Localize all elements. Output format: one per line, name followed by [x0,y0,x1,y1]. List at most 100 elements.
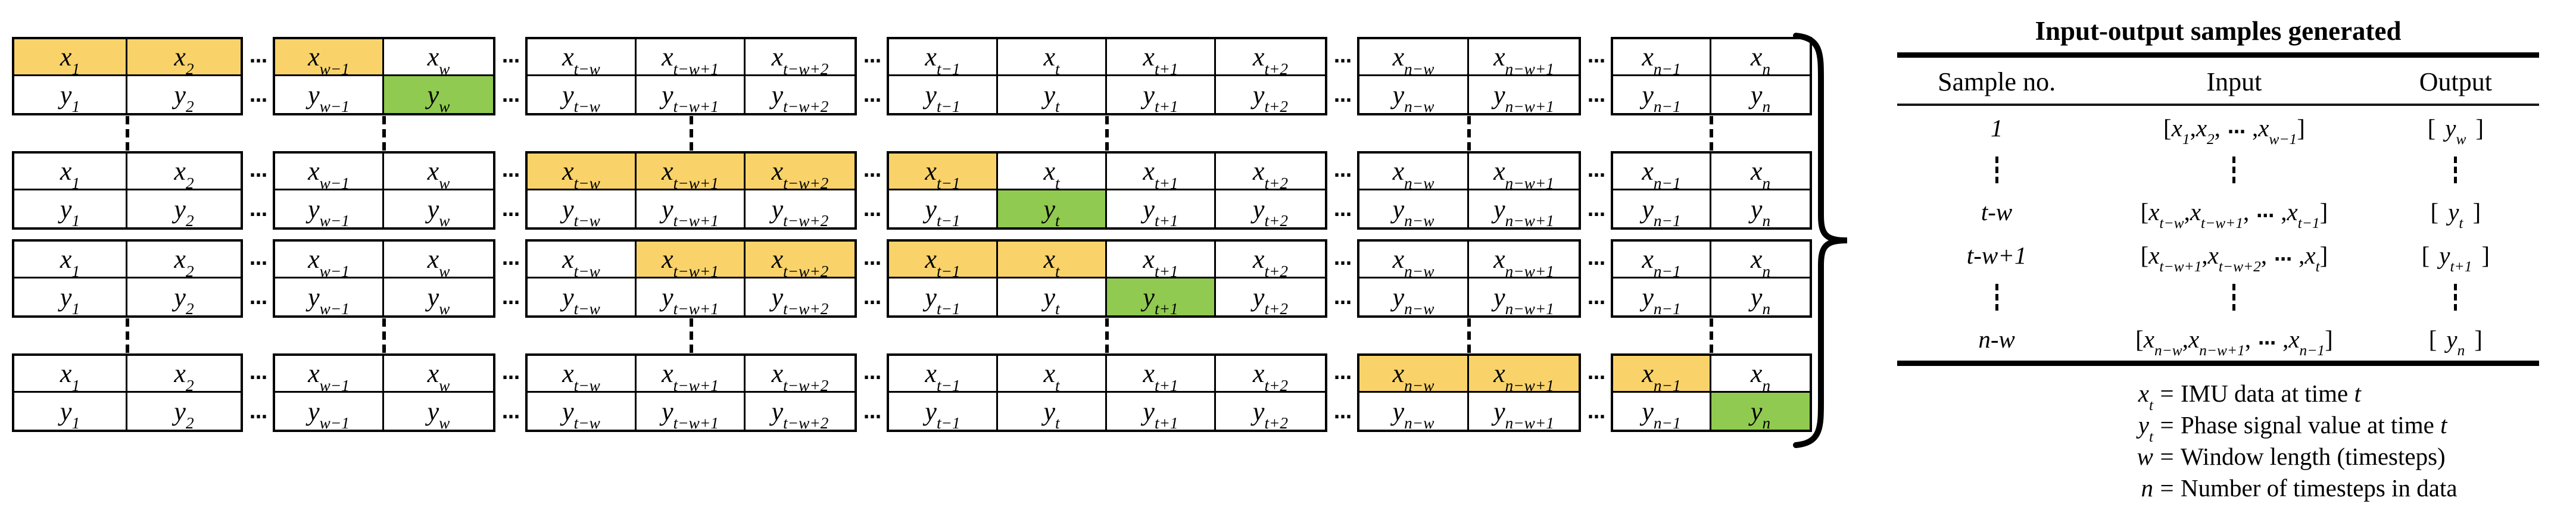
table-row-sample-1: 1[x1,x2,…,xw−1][yw] [1897,106,2539,149]
legend-symbol: n [2094,472,2154,504]
horizontal-ellipsis: … [250,287,267,309]
dot [1467,345,1471,353]
punctuation: [ [2163,114,2172,142]
math-term: x1 [60,359,80,395]
punctuation: , [2201,241,2208,269]
math-term: yt−w+1 [662,194,719,230]
group-gap: …… [857,353,887,432]
punctuation: , [2251,114,2259,142]
punctuation: [ [2135,325,2144,353]
vertical-ellipsis-icon [1467,318,1471,353]
grid-cell-x: xw−1 [275,356,384,393]
dot [1467,116,1471,124]
math-term: xw [427,245,450,280]
dot [689,345,693,353]
math-term: xt+1 [1143,245,1178,280]
math-term: xt−w+2 [771,245,829,280]
group-gap: …… [243,151,273,230]
grid-cell-x: xt [998,356,1107,393]
math-term: xt+2 [1252,42,1289,78]
grid-cell-x: xt−w [528,39,637,77]
dot [1467,331,1471,340]
legend-row: yt=Phase signal value at time t [2094,409,2539,444]
dot [382,116,386,124]
grid-cell-x: xt [998,154,1107,191]
grid-cell-y: yn−1 [1613,278,1711,317]
vertical-ellipsis-icon [1467,116,1471,151]
math-term: xt−w [562,359,600,395]
grid-cell-y: yn−1 [1613,76,1711,115]
io-samples-table: Sample no. Input Output 1[x1,x2,…,xw−1][… [1897,52,2539,366]
math-term: yt+1 [1143,396,1178,433]
grid-cell-x: x2 [127,356,241,393]
math-term: x1 [60,42,80,78]
output-cell: [yt] [2372,198,2539,232]
dot [2454,303,2458,311]
group-gap: …… [495,151,525,230]
grid-cell-y: yt−w [528,76,637,116]
vdots-slot [12,116,243,151]
grid-cell-x: xn−w+1 [1469,39,1579,77]
table-ellipsis-row [1897,149,2539,190]
math-term: yt−w [562,80,600,116]
grid-cell-x: xt+2 [1216,154,1325,191]
grid-cell-x: x2 [127,154,241,191]
grid-cell-y: yt−w+2 [746,278,854,318]
grid-cell-x: xn−1 [1613,39,1711,77]
math-term: xt−w+1 [662,156,719,192]
table-cell [2372,156,2539,183]
dot [1710,345,1713,353]
samples-table-panel: Input-output samples generated Sample no… [1897,14,2539,504]
group-gap: …… [1327,353,1357,432]
math-term: xt [1043,359,1060,395]
math-term: yt−1 [925,194,960,230]
dot [382,331,386,340]
math-term: yt−w+1 [662,282,719,318]
dot [382,345,386,353]
grid-cell-x: xt+1 [1107,242,1216,280]
math-term: yt−w+2 [771,282,829,318]
output-cell: [yt+1] [2372,241,2539,276]
grid-cell-y: yt [998,190,1107,229]
dot [1467,129,1471,137]
horizontal-ellipsis: … [863,402,881,423]
dot [689,331,693,340]
vdots-slot [887,318,1327,353]
group-gap: …… [1581,353,1611,432]
horizontal-ellipsis: … [1588,46,1605,67]
grid-cell-y: yw [384,76,493,115]
grid-cell-y: yw [384,278,493,317]
math-term: x2 [174,42,194,78]
math-term: yn−1 [1642,194,1681,230]
math-term: yt [2448,198,2463,232]
horizontal-ellipsis: … [502,362,520,384]
grid-cell-x: xn−w [1359,242,1469,279]
math-term: xn−w+1 [1493,156,1554,192]
math-term: yt−w [562,282,600,318]
horizontal-ellipsis: … [1588,160,1605,181]
equals-sign: = [2160,443,2174,470]
math-term: yt+1 [2439,241,2472,276]
dot [1710,318,1713,327]
math-term: yn [2446,325,2465,359]
grid-cell-y: yt+1 [1107,190,1216,229]
math-term: xn [1750,156,1771,192]
punctuation: [ [2430,198,2439,226]
group-gap: …… [495,353,525,432]
dot [2454,156,2458,163]
sample-no-header: Sample no. [1938,67,2056,96]
grid-cell-x: xw−1 [275,242,384,279]
math-term: yn−w [1392,80,1434,116]
grid-cell-x: x2 [127,39,241,78]
group-gap: …… [495,239,525,318]
grid-cell-y: y2 [127,76,241,115]
grid-cell-x: xn−1 [1613,154,1711,191]
grid-cell-y: yt−w [528,393,637,431]
horizontal-ellipsis: … [1334,85,1352,107]
horizontal-ellipsis: … [502,402,520,423]
